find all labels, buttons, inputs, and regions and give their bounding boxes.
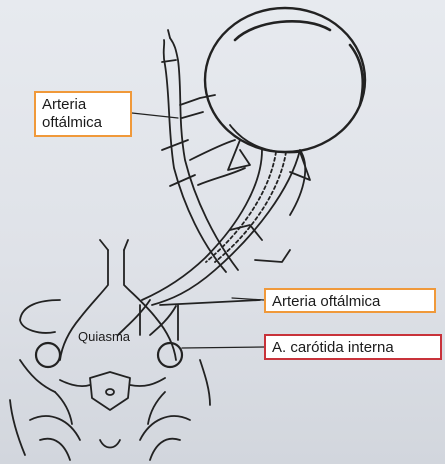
label-line-1: Arteria [42,96,124,114]
eyeball [205,8,365,153]
carotid-right [158,343,182,367]
leader-ophthalmic-top [132,113,178,118]
label-arteria-oftalmica-right: Arteria oftálmica [264,288,436,313]
brain-base-vessels [10,360,210,460]
optic-nerve [142,140,310,305]
chiasm [20,240,260,360]
label-quiasma: Quiasma [78,329,130,344]
label-carotida-interna: A. carótida interna [264,334,442,360]
label-line-2: oftálmica [42,114,124,132]
label-arteria-oftalmica-top: Arteria oftálmica [34,91,132,137]
carotid-left [36,343,60,367]
leader-carotid [182,347,264,348]
